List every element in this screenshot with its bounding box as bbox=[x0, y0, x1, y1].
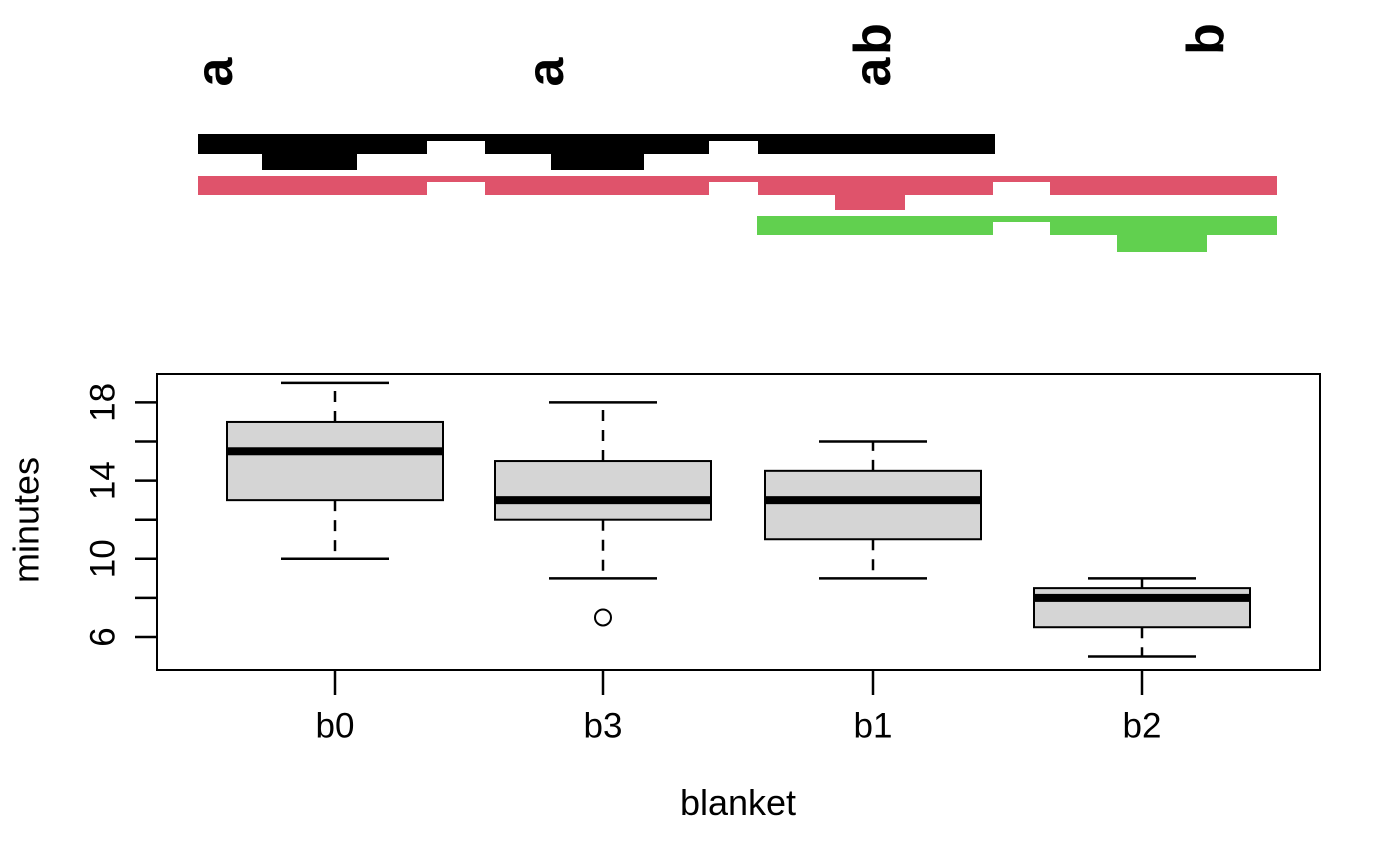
group-bar-red-segment-1 bbox=[485, 176, 709, 195]
group-bar-green-stem-0 bbox=[1117, 231, 1207, 252]
box-b3 bbox=[494, 460, 712, 521]
group-bar-red-segment-0 bbox=[198, 176, 427, 195]
box-b1 bbox=[764, 469, 982, 541]
median-b0 bbox=[227, 447, 443, 456]
median-b2 bbox=[1034, 593, 1250, 602]
y-tick-label-10: 10 bbox=[84, 539, 123, 578]
y-tick-label-14: 14 bbox=[84, 461, 123, 500]
group-bar-red-segment-2 bbox=[758, 176, 993, 195]
axes-layer: 6 10 14 18 b0 b3 b1 b2 bbox=[84, 383, 1162, 746]
y-tick-label-6: 6 bbox=[84, 627, 123, 646]
y-tick-label-18: 18 bbox=[84, 383, 123, 422]
cld-letter-b2-b: b bbox=[1177, 23, 1235, 55]
group-bar-black-stem-0 bbox=[262, 150, 357, 170]
group-bar-green-segment-1 bbox=[1050, 216, 1277, 235]
group-bar-red-connector bbox=[198, 176, 1277, 182]
outlier-b3-0 bbox=[594, 608, 612, 627]
y-axis-title: minutes bbox=[6, 457, 47, 583]
group-bar-red-segment-3 bbox=[1050, 176, 1277, 195]
median-b1 bbox=[765, 496, 981, 505]
x-tick-label-b1: b1 bbox=[854, 707, 893, 746]
group-bar-black-segment-1 bbox=[485, 134, 709, 154]
cld-letter-b3-a: a bbox=[517, 56, 575, 86]
cld-bars-layer bbox=[198, 134, 1277, 252]
x-axis-title: blanket bbox=[680, 782, 796, 823]
x-tick-label-b2: b2 bbox=[1123, 707, 1162, 746]
median-b3 bbox=[495, 496, 711, 505]
group-bar-red-stem-0 bbox=[835, 191, 905, 210]
group-bar-black-segment-0 bbox=[198, 134, 427, 154]
group-bar-green-segment-0 bbox=[757, 216, 993, 235]
box-b0 bbox=[226, 420, 444, 502]
group-bar-black-stem-1 bbox=[551, 150, 644, 170]
cld-letter-b1-b: b bbox=[844, 23, 902, 55]
group-bar-black-segment-2 bbox=[758, 134, 995, 154]
boxplot-layer bbox=[156, 373, 1321, 671]
cld-letter-b0-a: a bbox=[186, 56, 244, 86]
x-tick-label-b3: b3 bbox=[584, 707, 623, 746]
cld-letter-b1-a: a bbox=[844, 56, 902, 86]
x-tick-label-b0: b0 bbox=[316, 707, 355, 746]
